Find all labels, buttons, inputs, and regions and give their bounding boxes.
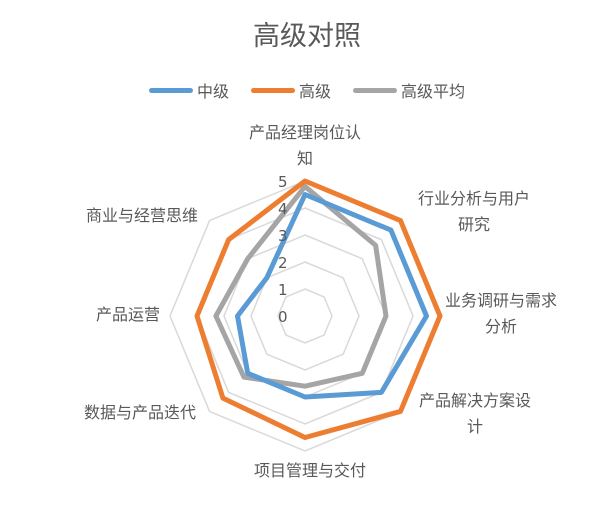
grid-ring	[277, 288, 333, 344]
series-line	[235, 192, 429, 400]
tick-label: 4	[278, 200, 288, 218]
axis-label: 行业分析与用户	[418, 189, 530, 208]
series-line	[194, 178, 443, 440]
series-line	[213, 183, 389, 389]
legend-item-intermediate: 中级	[148, 78, 229, 102]
tick-label: 5	[278, 173, 288, 191]
axis-label: 业务调研与需求	[445, 291, 557, 310]
legend-label: 中级	[196, 82, 229, 101]
axis-label: 知	[297, 149, 313, 168]
legend-swatch	[148, 87, 193, 93]
legend-item-senior-average: 高级平均	[353, 78, 465, 102]
axis-label: 产品解决方案设	[419, 391, 531, 410]
grid-ring	[250, 261, 360, 371]
tick-label: 2	[278, 254, 288, 272]
legend-item-senior: 高级	[250, 78, 331, 102]
axis-label: 项目管理与交付	[254, 461, 366, 480]
legend-label: 高级平均	[401, 82, 466, 101]
tick-label: 3	[278, 227, 288, 245]
legend: 中级 高级 高级平均	[0, 78, 614, 102]
axis-label: 研究	[458, 215, 490, 234]
axis-label: 计	[467, 417, 483, 436]
axis-label: 商业与经营思维	[86, 206, 198, 225]
chart-title: 高级对照	[253, 21, 361, 52]
legend-swatch	[250, 87, 295, 93]
legend-swatch	[353, 87, 397, 93]
axis-label: 分析	[485, 317, 517, 336]
axis-label: 产品经理岗位认	[249, 123, 361, 142]
axis-label: 产品运营	[96, 305, 160, 324]
tick-label: 0	[278, 308, 288, 326]
tick-label: 1	[278, 281, 288, 299]
axis-label: 数据与产品迭代	[84, 403, 196, 422]
legend-label: 高级	[298, 82, 331, 101]
